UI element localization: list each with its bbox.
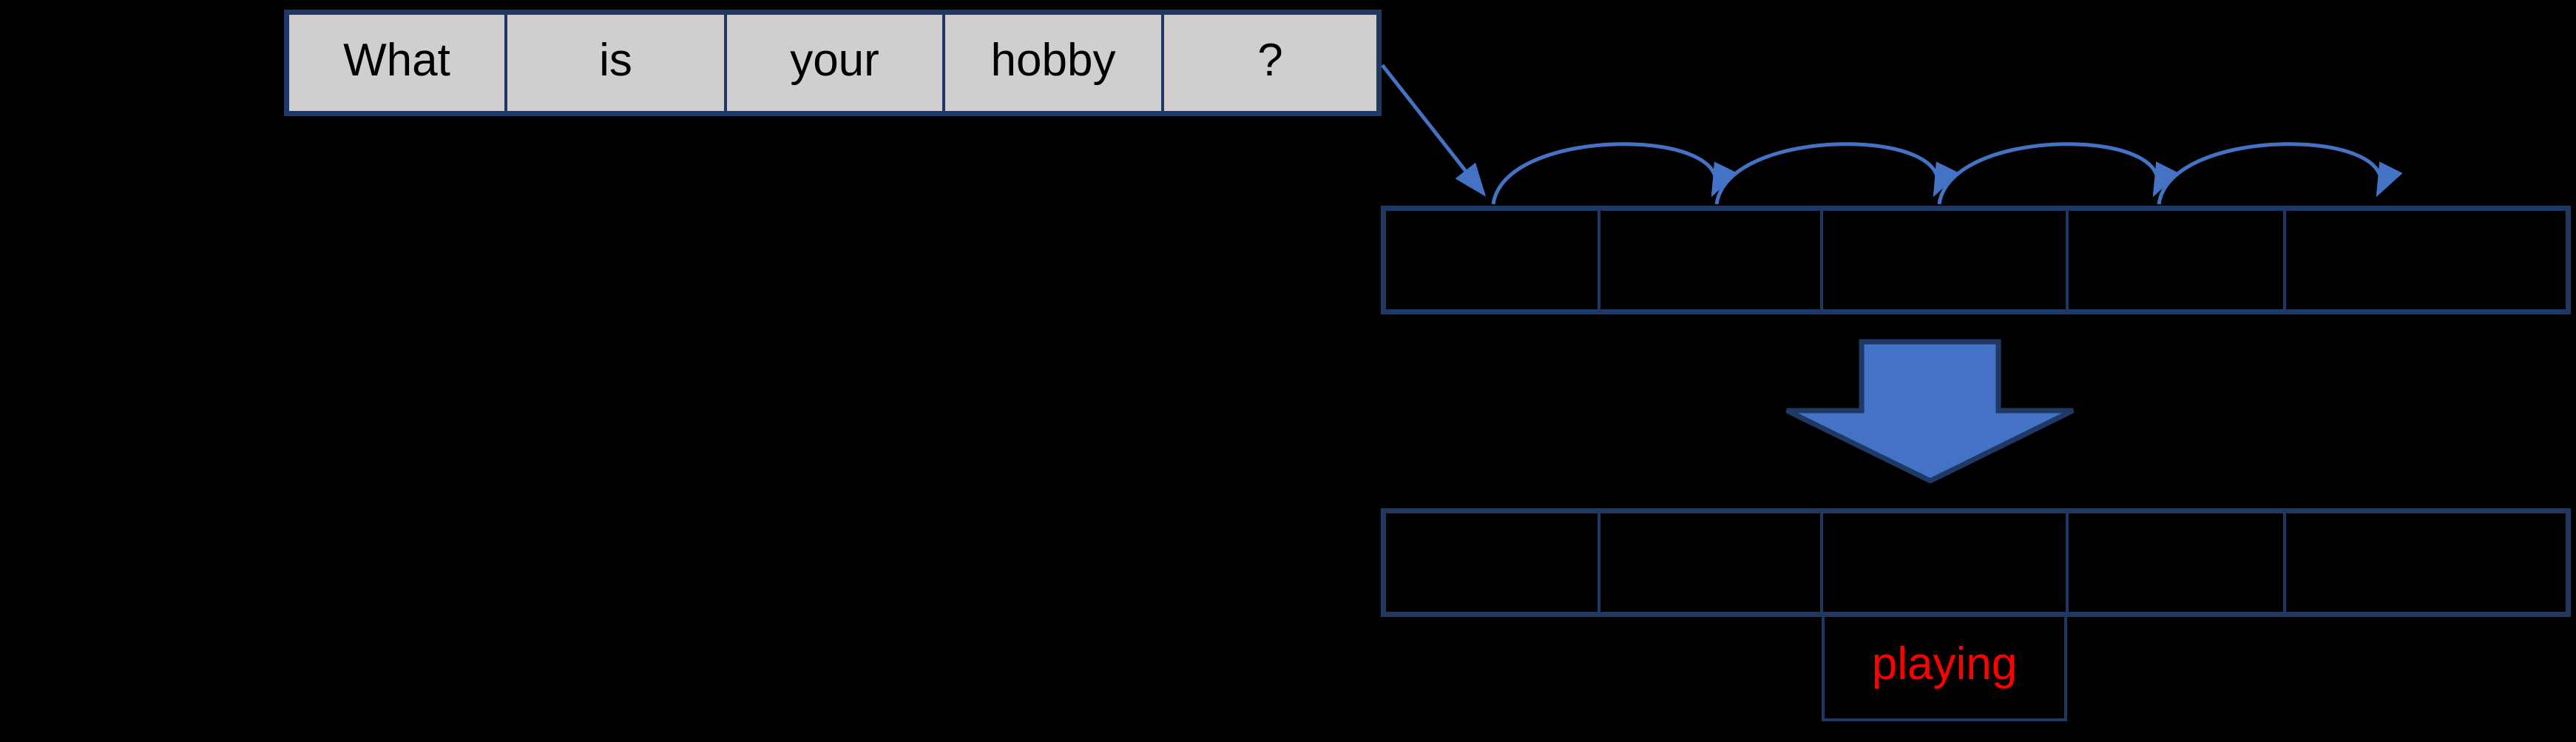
sentence-word-label: is <box>599 35 632 86</box>
sentence-to-tokens-arrow-icon <box>1381 64 1487 197</box>
sentence-word-cell-1: What <box>289 15 504 111</box>
sentence-word-label: hobby <box>990 35 1116 86</box>
prediction-box: playing <box>1822 613 2067 721</box>
token-cell-divider <box>1820 211 1823 309</box>
hop-arc-arrow-icon <box>1491 142 1738 205</box>
output-cell-divider <box>2283 513 2286 612</box>
hop-arc-arrow-icon <box>1937 142 2180 205</box>
token-cell-divider <box>2066 211 2069 309</box>
sentence-word-cell-4: hobby <box>942 15 1161 111</box>
prediction-label: playing <box>1871 638 2018 689</box>
sentence-word-label: ? <box>1257 35 1283 86</box>
output-cell-divider <box>2066 513 2069 612</box>
sentence-word-cell-2: is <box>504 15 724 111</box>
sentence-row: What is your hobby ? <box>284 10 1382 116</box>
output-row <box>1381 508 2571 617</box>
sentence-word-label: What <box>343 35 450 86</box>
token-cell-divider <box>1598 211 1600 309</box>
hop-arc-arrow-icon <box>1714 142 1960 205</box>
token-row <box>1381 206 2571 314</box>
down-block-arrow-icon <box>1785 339 2075 484</box>
token-cell-divider <box>2283 211 2286 309</box>
sentence-word-cell-5: ? <box>1161 15 1376 111</box>
sentence-word-cell-3: your <box>724 15 942 111</box>
output-cell-divider <box>1820 513 1823 612</box>
output-cell-divider <box>1598 513 1600 612</box>
hop-arc-arrow-icon <box>2157 142 2403 205</box>
sentence-word-label: your <box>790 35 879 86</box>
